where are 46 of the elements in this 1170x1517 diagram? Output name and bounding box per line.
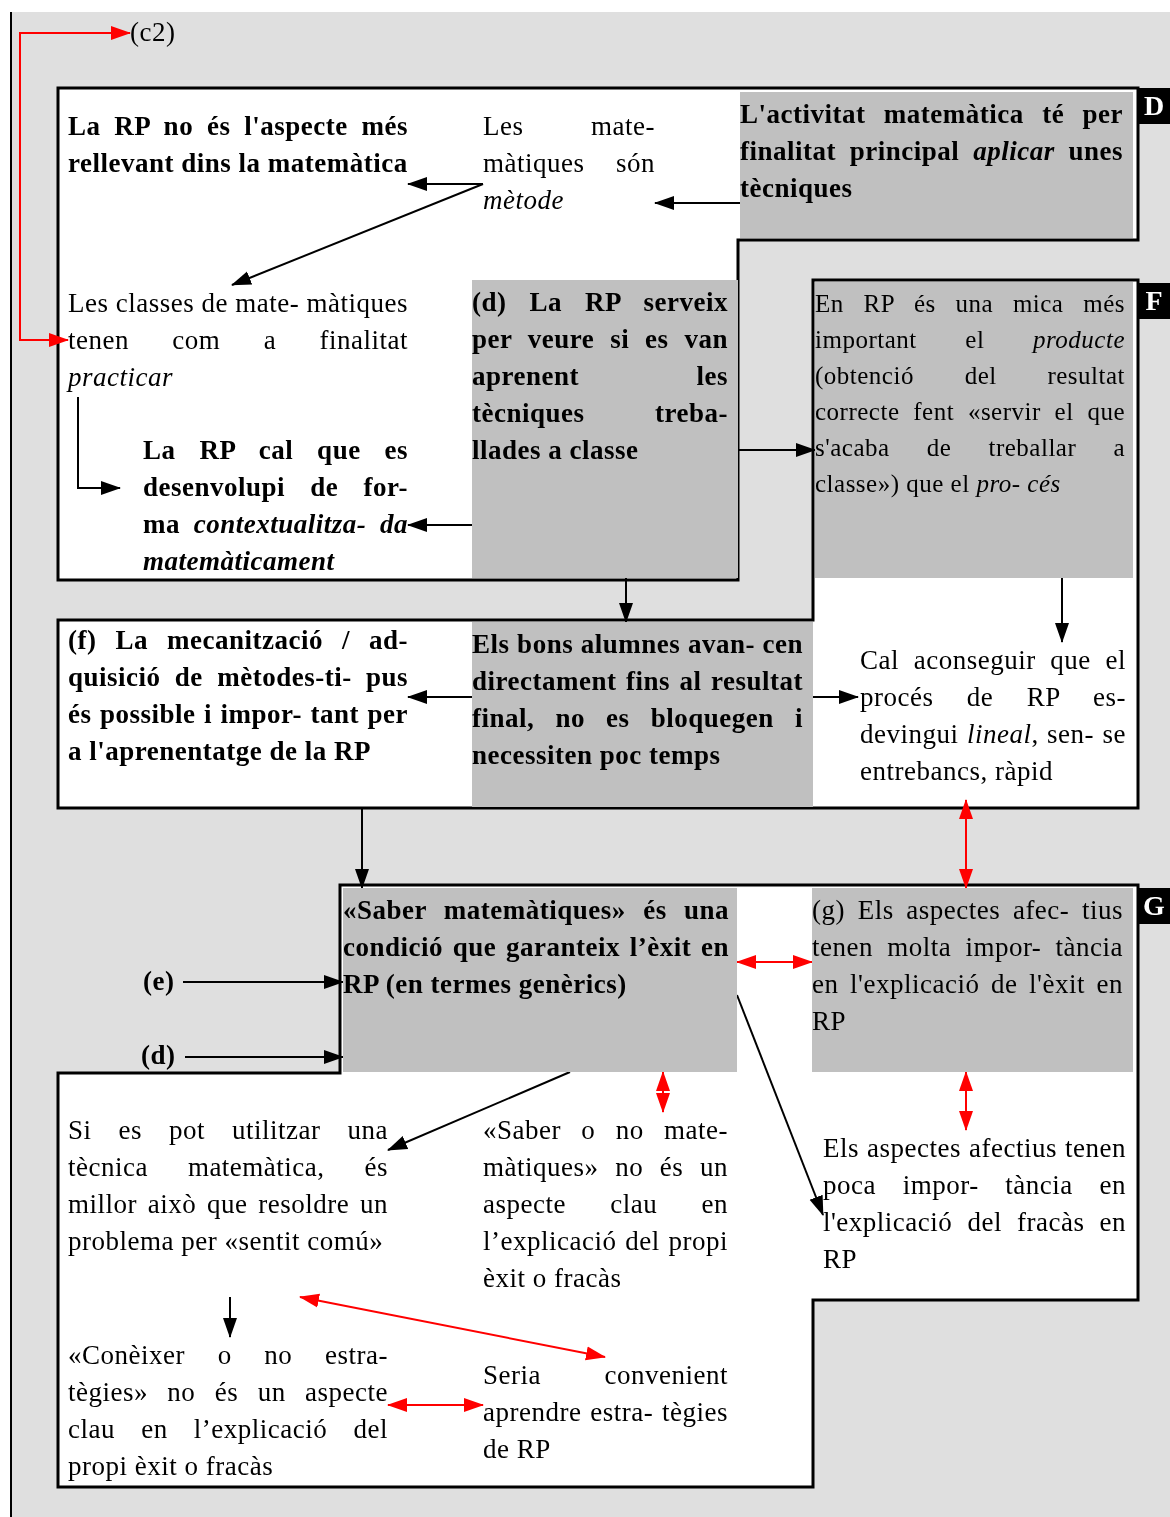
arrow xyxy=(387,1071,571,1151)
statement-text: Les classes de mate- màtiques tenen com a finalitat practicar xyxy=(68,285,408,397)
double-arrow xyxy=(959,1071,973,1131)
arrow xyxy=(407,690,473,704)
region-tag: G xyxy=(1138,888,1170,924)
arrow xyxy=(223,1296,237,1338)
shaded-statement: En RP és una mica més important el producte (obtenció del resultat correcte fent «servir el que s'acaba de treballar a classe») que el pro- cés xyxy=(815,282,1133,578)
statement-text: «Saber o no mate- màtiques» no és un aspecte clau en l’explicació del propi èxit o fracàs xyxy=(483,1112,728,1297)
double-arrow xyxy=(736,955,813,969)
arrow xyxy=(654,196,741,210)
arrow xyxy=(1055,577,1069,643)
double-arrow xyxy=(299,1293,606,1361)
shaded-statement: (g) Els aspectes afec- tius tenen molta impor- tància en l'explicació de l'èxit en RP xyxy=(812,888,1133,1072)
statement-text: «Conèixer o no estra- tègies» no és un aspecte clau en l’explicació del propi èxit o fracàs xyxy=(68,1337,388,1487)
region-tag: D xyxy=(1138,88,1170,124)
statement-text: Seria convenient aprendre estra- tègies de RP xyxy=(483,1357,728,1469)
arrow xyxy=(812,690,859,704)
shaded-statement: Els bons alumnes avan- cen directament fins al resultat final, no es bloquegen i necessiten poc temps xyxy=(472,622,813,807)
statement-text: La RP cal que es desenvolupi de for- ma contextualitza- da matemàticament xyxy=(120,432,408,580)
statement-text: (f) La mecanització / ad- quisició de mètodes-ti- pus és possible i impor- tant per a l'aprenentatge de la RP xyxy=(68,622,408,807)
arrow xyxy=(407,177,484,191)
arrow xyxy=(77,396,121,495)
region-tag: F xyxy=(1138,283,1170,319)
arrow xyxy=(737,443,816,457)
double-arrow xyxy=(387,1398,484,1412)
arrow xyxy=(619,577,633,623)
arrow xyxy=(355,806,369,889)
double-arrow xyxy=(19,26,131,347)
statement-text: Els aspectes afectius tenen poca impor- tància en l'explicació del fracàs en RP xyxy=(823,1130,1126,1280)
shaded-statement: «Saber matemàtiques» és una condició que garanteix l’èxit en RP (en termes genèrics) xyxy=(343,888,737,1072)
shaded-statement: (d) La RP serveix per veure si es van aprenent les tècniques treba- llades a classe xyxy=(472,280,738,578)
double-arrow xyxy=(656,1071,670,1113)
arrow xyxy=(184,1050,344,1064)
statement-text: Les mate- màtiques són mètode xyxy=(483,108,655,220)
arrow xyxy=(182,975,344,989)
arrow xyxy=(231,183,484,286)
arrow xyxy=(407,518,473,532)
statement-text: Si es pot utilitzar una tècnica matemàtica, és millor això que resoldre un problema per «sentit comú» xyxy=(68,1112,388,1297)
statement-text: La RP no és l'aspecte més rellevant dins la matemàtica xyxy=(68,108,408,220)
shaded-statement: L'activitat matemàtica té per finalitat principal aplicar unes tècniques xyxy=(740,92,1133,238)
arrow xyxy=(736,994,824,1216)
reference-label: (d) xyxy=(141,1037,185,1075)
double-arrow xyxy=(959,799,973,889)
reference-label: (e) xyxy=(143,963,183,1001)
reference-label: (c2) xyxy=(130,14,190,52)
statement-text: Cal aconseguir que el procés de RP es- devingui lineal, sen- se entrebancs, ràpid xyxy=(858,642,1126,800)
